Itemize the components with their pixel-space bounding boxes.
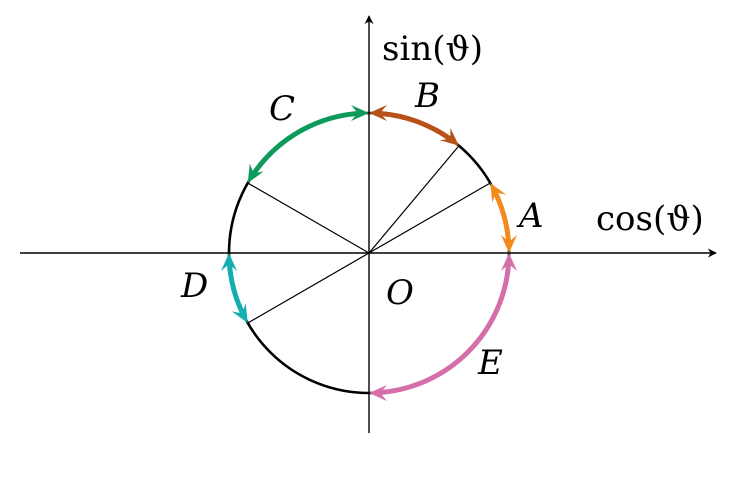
arc-d-arrowhead-end <box>231 303 248 323</box>
arc-c-arrowhead-end <box>247 163 264 183</box>
arc-c <box>249 110 362 179</box>
arc-b-arrowhead-start <box>440 128 459 146</box>
arc-e-arrowhead-end <box>501 253 517 271</box>
arc-label-b: B <box>414 76 440 116</box>
arc-label-e: E <box>477 343 503 383</box>
arc-c-arrowhead-start <box>351 105 369 121</box>
radial-line-150 <box>247 182 370 254</box>
arc-label-a: A <box>516 196 544 236</box>
arc-e-arrowhead-start <box>369 385 387 401</box>
arc-label-c: C <box>269 89 295 129</box>
arc-e <box>376 260 512 396</box>
arc-b <box>376 110 455 144</box>
arc-a <box>491 188 512 246</box>
x-axis-label: cos(ϑ) <box>596 199 704 239</box>
arc-b-arrowhead-end <box>369 105 387 121</box>
arc-group <box>221 105 517 401</box>
radial-lines <box>247 145 491 324</box>
radial-line-50 <box>368 145 460 254</box>
y-axis-label: sin(ϑ) <box>382 29 483 69</box>
arc-d-arrowhead-start <box>221 253 237 271</box>
origin-label: O <box>386 273 414 313</box>
radial-line-210 <box>247 252 370 324</box>
radial-line-30 <box>368 182 491 254</box>
arc-a-arrowhead-start <box>501 235 517 253</box>
arc-d <box>226 260 247 318</box>
arc-label-d: D <box>180 266 208 306</box>
arc-a-arrowhead-end <box>490 183 507 203</box>
